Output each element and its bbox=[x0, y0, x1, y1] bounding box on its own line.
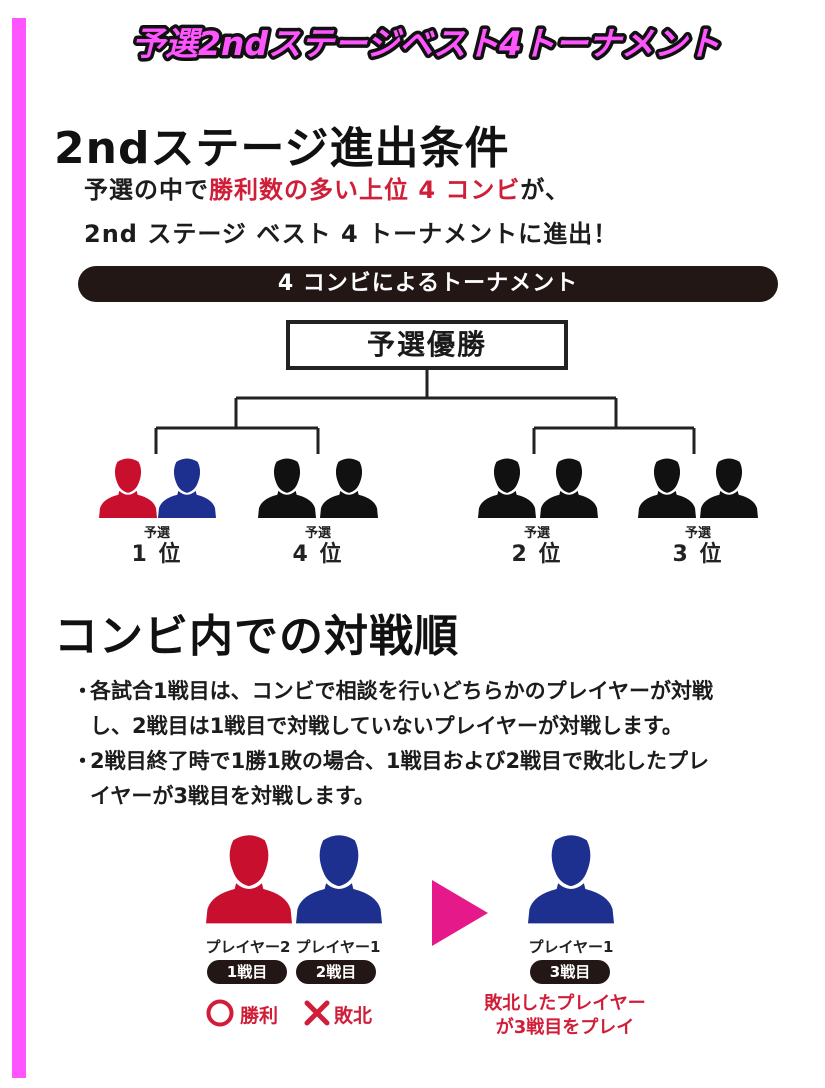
bullet: ・ bbox=[72, 679, 93, 703]
seed-label-small: 予選 bbox=[684, 526, 711, 541]
seed-label-rank: 1 位 bbox=[131, 542, 183, 567]
bracket-lines bbox=[154, 370, 696, 454]
page-title-text: 予選2ndステージベスト4トーナメント bbox=[132, 24, 720, 63]
seed-label-4: 予選 4 位 bbox=[278, 526, 358, 568]
third-match-note: 敗北したプレイヤー が3戦目をプレイ bbox=[470, 992, 660, 1040]
tournament-banner: 4 コンビによるトーナメント bbox=[78, 266, 778, 302]
player-black-icon bbox=[478, 458, 536, 518]
seed-label-rank: 2 位 bbox=[511, 542, 563, 567]
result-win: 勝利 bbox=[240, 1005, 279, 1027]
section-heading-qualify: 2ndステージ進出条件 bbox=[54, 123, 510, 174]
player-black-icon bbox=[540, 458, 598, 518]
player-red-icon bbox=[206, 834, 292, 924]
seed-label-rank: 4 位 bbox=[292, 542, 344, 567]
player-black-icon bbox=[638, 458, 696, 518]
player-caption-right: プレイヤー1 bbox=[295, 938, 381, 956]
seed-label-small: 予選 bbox=[143, 526, 170, 541]
section-heading-order: コンビ内での対戦順 bbox=[54, 611, 459, 662]
seed-label-3: 予選 3 位 bbox=[658, 526, 738, 568]
rule-line: イヤーが3戦目を対戦します。 bbox=[90, 784, 375, 808]
player-red-icon bbox=[99, 458, 157, 518]
player-caption-left: プレイヤー2 bbox=[205, 938, 291, 956]
player-caption-third: プレイヤー1 bbox=[528, 938, 614, 956]
rule-item-2: ・ 2戦目終了時で1勝1敗の場合、1戦目および2戦目で敗北したプレ イヤーが3戦… bbox=[72, 744, 802, 814]
condition-prefix: 予選の中で bbox=[84, 176, 209, 204]
rule-line: 各試合1戦目は、コンビで相談を行いどちらかのプレイヤーが対戦 bbox=[90, 679, 713, 703]
rule-line: し、2戦目は1戦目で対戦していないプレイヤーが対戦します。 bbox=[90, 714, 683, 738]
player-blue-icon bbox=[158, 458, 216, 518]
condition-line-2: 2nd ステージ ベスト 4 トーナメントに進出！ bbox=[84, 220, 619, 248]
rule-item-1: ・ 各試合1戦目は、コンビで相談を行いどちらかのプレイヤーが対戦 し、2戦目は1… bbox=[72, 674, 802, 744]
note-line-2: が3戦目をプレイ bbox=[495, 1017, 635, 1038]
match-pill-2: 2戦目 bbox=[296, 960, 376, 984]
seed-label-1: 予選 1 位 bbox=[117, 526, 197, 568]
seed-label-small: 予選 bbox=[304, 526, 331, 541]
condition-suffix: が、 bbox=[520, 176, 570, 204]
match-pill-3: 3戦目 bbox=[530, 960, 610, 984]
player-blue-icon bbox=[528, 834, 614, 924]
result-lose: 敗北 bbox=[334, 1005, 373, 1027]
winner-box: 予選優勝 bbox=[286, 320, 568, 370]
cross-mark-icon bbox=[304, 1000, 330, 1026]
match-pill-1: 1戦目 bbox=[207, 960, 287, 984]
player-blue-icon bbox=[296, 834, 382, 924]
player-black-icon bbox=[320, 458, 378, 518]
rule-line: 2戦目終了時で1勝1敗の場合、1戦目および2戦目で敗北したプレ bbox=[90, 749, 710, 773]
bullet: ・ bbox=[72, 749, 93, 773]
triangle-arrow-icon bbox=[432, 880, 488, 946]
note-line-1: 敗北したプレイヤー bbox=[484, 993, 646, 1014]
seed-label-2: 予選 2 位 bbox=[497, 526, 577, 568]
player-black-icon bbox=[700, 458, 758, 518]
page-title: 予選2ndステージベスト4トーナメント 予選2ndステージベスト4トーナメント bbox=[56, 14, 796, 70]
page-title-outline: 予選2ndステージベスト4トーナメント bbox=[132, 24, 720, 63]
seed-label-small: 予選 bbox=[523, 526, 550, 541]
seed-label-rank: 3 位 bbox=[672, 542, 724, 567]
player-black-icon bbox=[258, 458, 316, 518]
circle-mark-icon bbox=[206, 999, 234, 1027]
condition-line-1: 予選の中で勝利数の多い上位 4 コンビが、 bbox=[84, 170, 570, 205]
condition-highlight: 勝利数の多い上位 4 コンビ bbox=[209, 176, 521, 204]
sidebar-accent-bar bbox=[12, 18, 26, 1078]
